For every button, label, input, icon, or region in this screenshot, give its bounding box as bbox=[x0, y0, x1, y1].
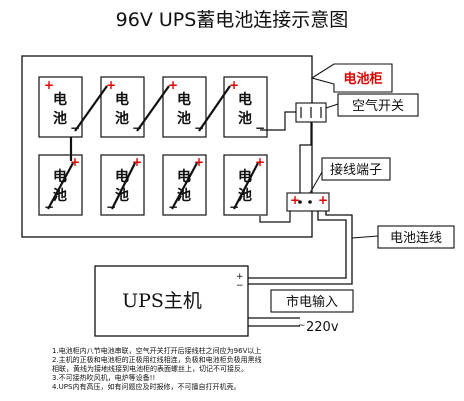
battery-positive-terminal: + bbox=[194, 155, 204, 169]
battery-cell-6: + 电 池 − bbox=[100, 154, 145, 216]
terminal-leader bbox=[309, 171, 323, 194]
note-line: 相联，黄线为接地线接到电池柜的表面螺丝上，切记不可接反。 bbox=[52, 364, 248, 373]
mains-label: 市电输入 bbox=[286, 294, 338, 310]
battery-label-line2: 池 bbox=[238, 187, 252, 204]
diagram-title: 96V UPS蓄电池连接示意图 bbox=[116, 9, 349, 31]
terminal-label: 接线端子 bbox=[330, 162, 382, 178]
battery-cell-5: + 电 池 − bbox=[38, 154, 83, 216]
ups-label: UPS主机 bbox=[122, 290, 202, 312]
battery-positive-terminal: + bbox=[44, 78, 54, 92]
battery-cable-leader bbox=[351, 235, 379, 239]
battery-positive-terminal: + bbox=[70, 155, 80, 169]
battery-cable-label: 电池连线 bbox=[390, 230, 442, 246]
ac-symbol-icon: ~ bbox=[298, 321, 306, 331]
battery-cabinet bbox=[21, 55, 313, 238]
wire-to-terminal bbox=[259, 211, 291, 223]
battery-positive-terminal: + bbox=[132, 155, 142, 169]
battery-negative-terminal: − bbox=[70, 121, 80, 135]
cabinet-callout bbox=[310, 63, 393, 93]
battery-negative-terminal: − bbox=[132, 121, 142, 135]
battery-cell-4: + 电 池 − bbox=[223, 76, 268, 138]
battery-cell-3: + 电 池 − bbox=[162, 76, 207, 138]
battery-label-line1: 电 bbox=[53, 91, 67, 108]
series-links bbox=[47, 85, 259, 210]
battery-cable-negative bbox=[248, 211, 353, 285]
battery-negative-terminal: − bbox=[106, 200, 116, 214]
battery-negative-terminal: − bbox=[194, 121, 204, 135]
wire-to-air-switch bbox=[260, 111, 296, 131]
cabinet-label: 电池柜 bbox=[343, 71, 382, 87]
series-link bbox=[233, 162, 259, 210]
battery-label-line2: 池 bbox=[177, 110, 191, 127]
battery-label-line1: 电 bbox=[177, 91, 191, 108]
air-switch-callout bbox=[337, 93, 419, 117]
battery-label-line2: 池 bbox=[238, 110, 252, 127]
note-line: 2.主机的正极和电池柜的正极用红线相连，负极和电池柜负极用黑线 bbox=[52, 355, 262, 364]
air-switch-label: 空气开关 bbox=[352, 98, 404, 114]
series-link bbox=[136, 85, 170, 132]
series-link bbox=[171, 162, 198, 210]
battery-positive-terminal: + bbox=[168, 78, 178, 92]
battery-positive-terminal: + bbox=[229, 78, 239, 92]
terminal-positive: + bbox=[290, 193, 300, 207]
ups-positive-terminal: + bbox=[236, 272, 244, 282]
battery-cable-callout bbox=[377, 225, 455, 249]
terminal-screw bbox=[308, 200, 312, 204]
battery-label-line2: 池 bbox=[53, 110, 67, 127]
terminal-positive: + bbox=[318, 193, 328, 207]
voltage-label: 220v bbox=[306, 320, 339, 335]
note-line: 4.UPS内有高压，如有问题应及时报修，不可擅自打开机壳。 bbox=[52, 382, 240, 391]
battery-negative-terminal: − bbox=[255, 121, 265, 135]
air-switch-leader bbox=[325, 103, 339, 109]
ups-negative-terminal: − bbox=[236, 281, 244, 291]
battery-label-line2: 池 bbox=[115, 187, 129, 204]
note-line: 1.电池柜内八节电池串联，空气开关打开后接线柱之间应为96V以上 bbox=[52, 346, 261, 355]
battery-label-line1: 电 bbox=[238, 91, 252, 108]
terminal-block: + + bbox=[286, 192, 330, 212]
battery-cable-positive bbox=[248, 211, 347, 279]
battery-label-line1: 电 bbox=[115, 168, 129, 185]
series-link bbox=[111, 162, 136, 210]
ups-unit bbox=[94, 265, 249, 337]
series-link bbox=[47, 162, 74, 210]
series-link bbox=[74, 85, 108, 132]
notes: 1.电池柜内八节电池串联，空气开关打开后接线柱之间应为96V以上 2.主机的正极… bbox=[52, 346, 262, 391]
battery-label-line2: 池 bbox=[115, 110, 129, 127]
battery-positive-terminal: + bbox=[255, 155, 265, 169]
terminal-callout bbox=[321, 157, 391, 181]
air-switch bbox=[295, 102, 327, 123]
terminal-screw bbox=[298, 200, 302, 204]
wire-switch-to-terminal bbox=[299, 122, 312, 196]
battery-cell-1: + 电 池 − bbox=[38, 76, 83, 138]
series-link bbox=[198, 85, 231, 132]
note-line: 3.不可接热吹风机，电炉等设备!! bbox=[52, 373, 155, 382]
mains-callout bbox=[270, 289, 354, 313]
battery-positive-terminal: + bbox=[106, 78, 116, 92]
battery-cell-2: + 电 池 − bbox=[100, 76, 145, 138]
battery-label-line1: 电 bbox=[115, 91, 129, 108]
